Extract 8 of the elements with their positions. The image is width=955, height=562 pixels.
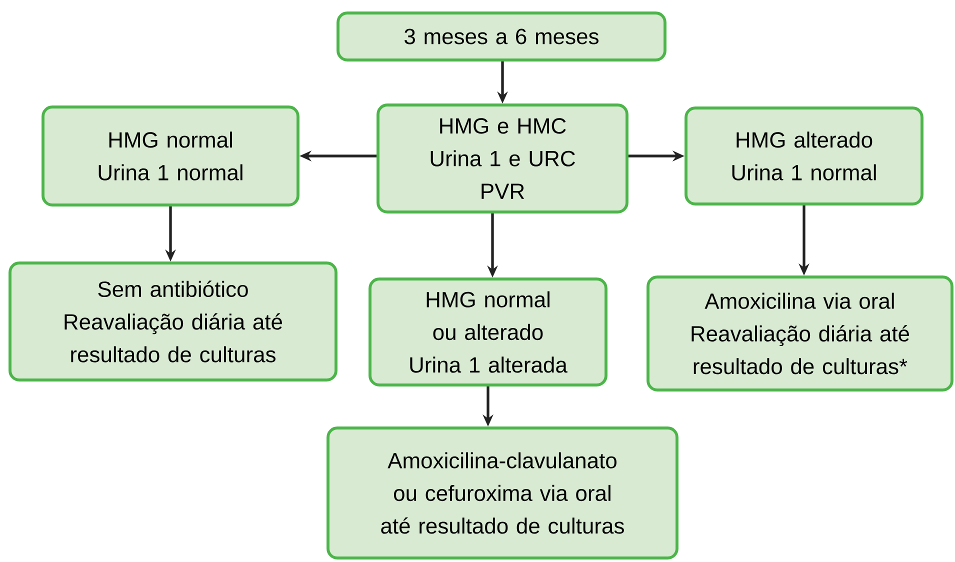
process-box: Sem antibiótico Reavaliação diária até resultado de culturas [8,262,338,382]
process-box: HMG normal Urina 1 normal [42,106,300,206]
process-box: Amoxicilina-clavulanato ou cefuroxima via oral até resultado de culturas [326,426,678,560]
process-box: HMG alterado Urina 1 normal [684,106,924,206]
process-box: HMG e HMC Urina 1 e URC PVR [376,104,628,214]
process-box: Amoxicilina via oral Reavaliação diária até resultado de culturas* [646,276,954,392]
process-box: 3 meses a 6 meses [336,12,666,62]
process-box: HMG normal ou alterado Urina 1 alterada [368,278,608,386]
